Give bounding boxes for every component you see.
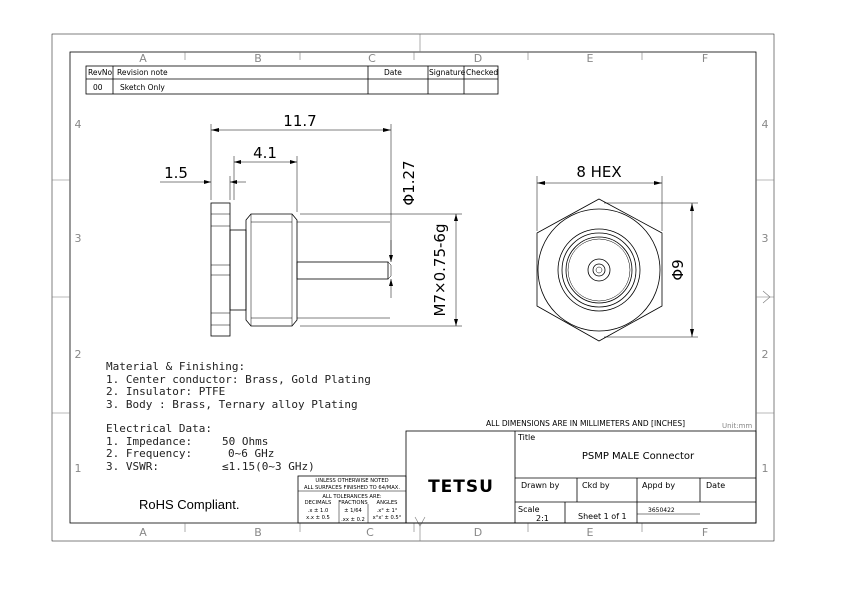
zone-row-4-right: 4 [762,118,769,131]
material-notes: Material & Finishing: 1. Center conducto… [106,360,371,411]
electrical-label: 2. Frequency: [106,447,193,460]
sheet-number: Sheet 1 of 1 [578,512,627,521]
rev-header-note: Revision note [117,68,168,77]
zone-col-a-bottom: A [139,526,147,539]
zone-row-1: 1 [75,462,82,475]
tol-d1: .x ± 1.0 [308,508,329,514]
rev-row-note: Sketch Only [120,83,165,92]
tol-a1: .x° ± 1° [377,508,398,514]
zone-col-d-bottom: D [474,526,482,539]
electrical-notes: Electrical Data: 1. Impedance: 50 Ohms 2.… [106,422,315,473]
drawn-by-label: Drawn by [521,481,560,490]
zone-row-1-right: 1 [762,462,769,475]
rev-header-checked: Checked [466,68,498,77]
electrical-value: 50 Ohms [222,434,269,448]
tol-a2: x°x' ± 0.5° [373,515,402,521]
dim-diameter: Φ9 [669,259,687,280]
zone-col-a: A [139,52,147,65]
zone-col-c-bottom: C [366,526,374,539]
zone-col-e-bottom: E [587,526,594,539]
zone-row-3: 3 [75,232,82,245]
tol-line3: ALL TOLERANCES ARE: [322,494,381,500]
dim-hex: 8 HEX [576,163,621,181]
tol-fractions: FRACTIONS [338,500,367,506]
company-name: TETSU [428,477,494,497]
tol-f1: ± 1/64 [344,508,362,514]
appd-by-label: Appd by [642,481,675,490]
rev-header-revno: RevNo [88,68,113,77]
material-title: Material & Finishing: [106,360,246,373]
electrical-label: 1. Impedance: [106,434,193,448]
electrical-value: ≤1.15(0~3 GHz) [222,459,315,473]
zone-col-c: C [368,52,376,65]
tolerance-block: UNLESS OTHERWISE NOTED ALL SURFACES FINI… [297,475,407,524]
flange [210,202,231,337]
unit-note: Unit:mm [722,422,752,430]
tol-angles: ANGLES [377,500,398,506]
thread-body [245,213,298,327]
dim-pin-diameter: Φ1.27 [400,160,418,205]
material-item: 1. Center conductor: Brass, Gold Plating [106,372,371,386]
front-view: 8 HEX Φ9 [536,163,698,342]
material-item: 2. Insulator: PTFE [106,385,226,398]
ckd-by-label: Ckd by [582,481,610,490]
dim-flange: 1.5 [164,164,188,182]
date-label: Date [706,481,725,490]
hex-outline [536,198,663,342]
dim-thread-spec: M7×0.75-6g [431,224,449,317]
rohs-note: RoHS Compliant. [139,497,240,512]
zone-row-4: 4 [75,118,82,131]
tol-d3: .xx ± 0.2 [341,517,365,523]
electrical-value: 0~6 GHz [228,447,275,460]
scale-label: Scale [518,505,540,514]
zone-dividers [52,52,774,532]
zone-row-2-right: 2 [762,348,769,361]
revision-table: RevNo Revision note Date Signature Check… [85,65,498,95]
zone-row-3-right: 3 [762,232,769,245]
title-block: TETSU Title PSMP MALE Connector Drawn by… [405,430,757,524]
title-label: Title [517,433,535,442]
centering-marks [414,34,774,541]
tol-decimals: DECIMALS [305,500,332,506]
electrical-label: 3. VSWR: [106,459,159,473]
zone-col-b-bottom: B [254,526,262,539]
rev-header-date: Date [384,68,402,77]
side-view: 11.7 4.1 1.5 Φ1.27 M7×0.75-6g [160,112,462,337]
tol-line2: ALL SURFACES FINISHED TO 64/MAX. [304,485,400,491]
dim-thread-length: 4.1 [253,144,277,162]
dim-overall-length: 11.7 [283,112,316,130]
rev-row-rev: 00 [93,83,103,92]
zone-col-f-bottom: F [702,526,708,539]
zone-col-f: F [702,52,708,65]
scale-value: 2:1 [536,514,549,523]
tol-d2: x.x ± 0.5 [306,515,330,521]
dimensions-note: ALL DIMENSIONS ARE IN MILLIMETERS AND [I… [486,419,685,428]
zone-col-d: D [474,52,482,65]
zone-row-2: 2 [75,348,82,361]
material-item: 3. Body : Brass, Ternary alloy Plating [106,397,358,411]
drawing-title: PSMP MALE Connector [582,451,695,462]
center-pin [296,261,389,280]
zone-col-e: E [587,52,594,65]
electrical-title: Electrical Data: [106,422,212,435]
outer-frame [51,33,775,542]
tol-line1: UNLESS OTHERWISE NOTED [315,478,388,484]
drawing-number: 3650422 [648,507,675,514]
rev-header-signature: Signature [429,68,466,77]
zone-col-b: B [254,52,262,65]
